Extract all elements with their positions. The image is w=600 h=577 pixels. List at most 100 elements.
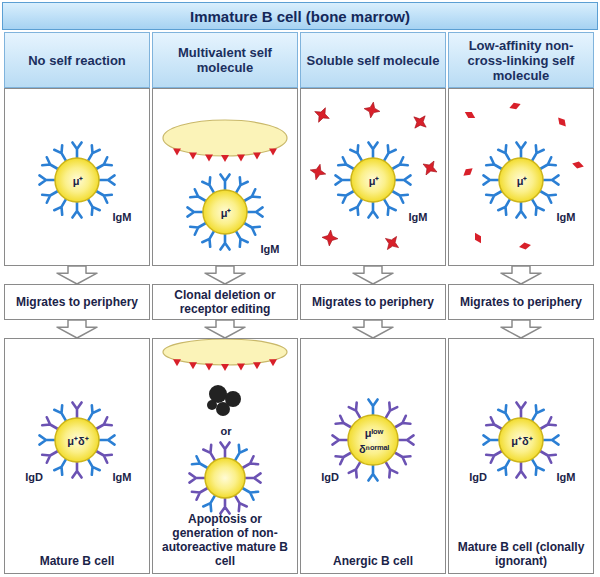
receptor xyxy=(486,417,502,429)
cell-body xyxy=(55,418,99,462)
receptor xyxy=(88,459,100,475)
outcome-caption: Apoptosis or generation of non-autoreact… xyxy=(157,512,293,568)
receptor xyxy=(332,435,348,444)
receptor xyxy=(39,435,55,444)
step-text: Clonal deletion or receptor editing xyxy=(158,288,292,316)
receptor xyxy=(386,462,398,478)
receptor xyxy=(498,459,510,475)
cell-label: IgM xyxy=(557,211,576,223)
receptor xyxy=(192,488,208,500)
receptor xyxy=(88,405,100,421)
receptor xyxy=(540,191,556,203)
apoptotic-cell xyxy=(207,385,241,416)
receptor xyxy=(368,399,377,415)
flow-arrow xyxy=(57,266,97,284)
receptor xyxy=(516,202,525,218)
receptor xyxy=(350,199,362,215)
cell-label: IgD xyxy=(469,471,487,483)
step-box: Migrates to periphery xyxy=(4,284,150,320)
receptor xyxy=(349,403,361,419)
flow-arrow xyxy=(353,320,393,338)
receptor xyxy=(486,451,502,463)
self-antigen xyxy=(189,152,197,159)
step-box: Migrates to periphery xyxy=(300,284,446,320)
cell-panel: μ⁺IgM xyxy=(300,88,446,266)
receptor xyxy=(498,199,510,215)
receptor xyxy=(203,445,215,461)
receptor xyxy=(336,416,352,428)
self-cell xyxy=(163,120,287,162)
cell-label: IgM xyxy=(557,471,576,483)
receptor xyxy=(42,417,58,429)
self-cell-body xyxy=(163,339,287,365)
cell-panel: μ⁺IgM xyxy=(152,88,298,266)
cell-label: IgD xyxy=(321,471,339,483)
soluble-antigen xyxy=(308,162,328,182)
receptor xyxy=(543,435,559,444)
receptor xyxy=(99,435,115,444)
low-affinity-antigen xyxy=(461,165,475,178)
receptor xyxy=(540,451,556,463)
self-antigen xyxy=(173,359,181,366)
receptor xyxy=(202,177,214,193)
self-antigen xyxy=(253,362,261,369)
receptor xyxy=(368,202,377,218)
receptor xyxy=(338,191,354,203)
receptor xyxy=(532,459,544,475)
receptor xyxy=(54,405,66,421)
soluble-antigen xyxy=(419,157,441,179)
b-cell xyxy=(335,142,410,217)
receptor xyxy=(54,199,66,215)
soluble-antigen xyxy=(311,104,332,125)
receptor xyxy=(244,223,260,235)
apoptotic-fragment xyxy=(216,402,230,416)
receptor xyxy=(244,189,260,201)
cell-panel: μ⁺δ⁺IgDIgMMature B cell xyxy=(4,338,150,574)
receptor xyxy=(532,405,544,421)
receptor xyxy=(236,177,248,193)
low-affinity-antigen xyxy=(518,242,531,251)
b-cell xyxy=(332,399,413,480)
low-affinity-antigen xyxy=(508,101,522,112)
title-band: Immature B cell (bone marrow) xyxy=(2,2,598,30)
step-text: Migrates to periphery xyxy=(460,295,582,309)
cell-panel: μ⁺IgM xyxy=(4,88,150,266)
receptor xyxy=(96,191,112,203)
receptor xyxy=(483,175,499,184)
receptor xyxy=(486,191,502,203)
outcome-caption: Anergic B cell xyxy=(305,554,441,568)
self-cell-body xyxy=(163,120,287,156)
receptor xyxy=(338,157,354,169)
self-antigen xyxy=(269,359,277,366)
self-antigen xyxy=(269,148,277,155)
outcome-caption: Mature B cell (clonally ignorant) xyxy=(453,540,589,568)
low-affinity-antigen xyxy=(555,115,568,129)
receptor xyxy=(384,199,396,215)
receptor xyxy=(42,451,58,463)
cell-label: IgM xyxy=(261,243,280,255)
self-antigen xyxy=(237,154,245,161)
cell-label: or xyxy=(221,425,232,437)
receptor xyxy=(72,402,81,418)
condition-text: Multivalent self molecule xyxy=(158,45,292,75)
condition-text: No self reaction xyxy=(28,53,126,68)
condition-box: Multivalent self molecule xyxy=(152,32,298,88)
self-antigen xyxy=(221,155,229,162)
cell-label: μ⁺ xyxy=(73,175,84,187)
cell-label: μ⁺δ⁺ xyxy=(511,435,532,447)
receptor xyxy=(99,175,115,184)
b-cell xyxy=(187,174,262,249)
condition-text: Soluble self molecule xyxy=(307,53,440,68)
receptor xyxy=(96,451,112,463)
receptor xyxy=(516,462,525,478)
receptor xyxy=(220,498,229,514)
receptor xyxy=(395,453,411,465)
cell-label: IgD xyxy=(25,471,43,483)
receptor xyxy=(335,175,351,184)
cell-body xyxy=(499,418,543,462)
step-text: Migrates to periphery xyxy=(312,295,434,309)
outcome-caption: Mature B cell xyxy=(9,554,145,568)
receptor xyxy=(543,175,559,184)
receptor xyxy=(368,142,377,158)
receptor xyxy=(540,157,556,169)
